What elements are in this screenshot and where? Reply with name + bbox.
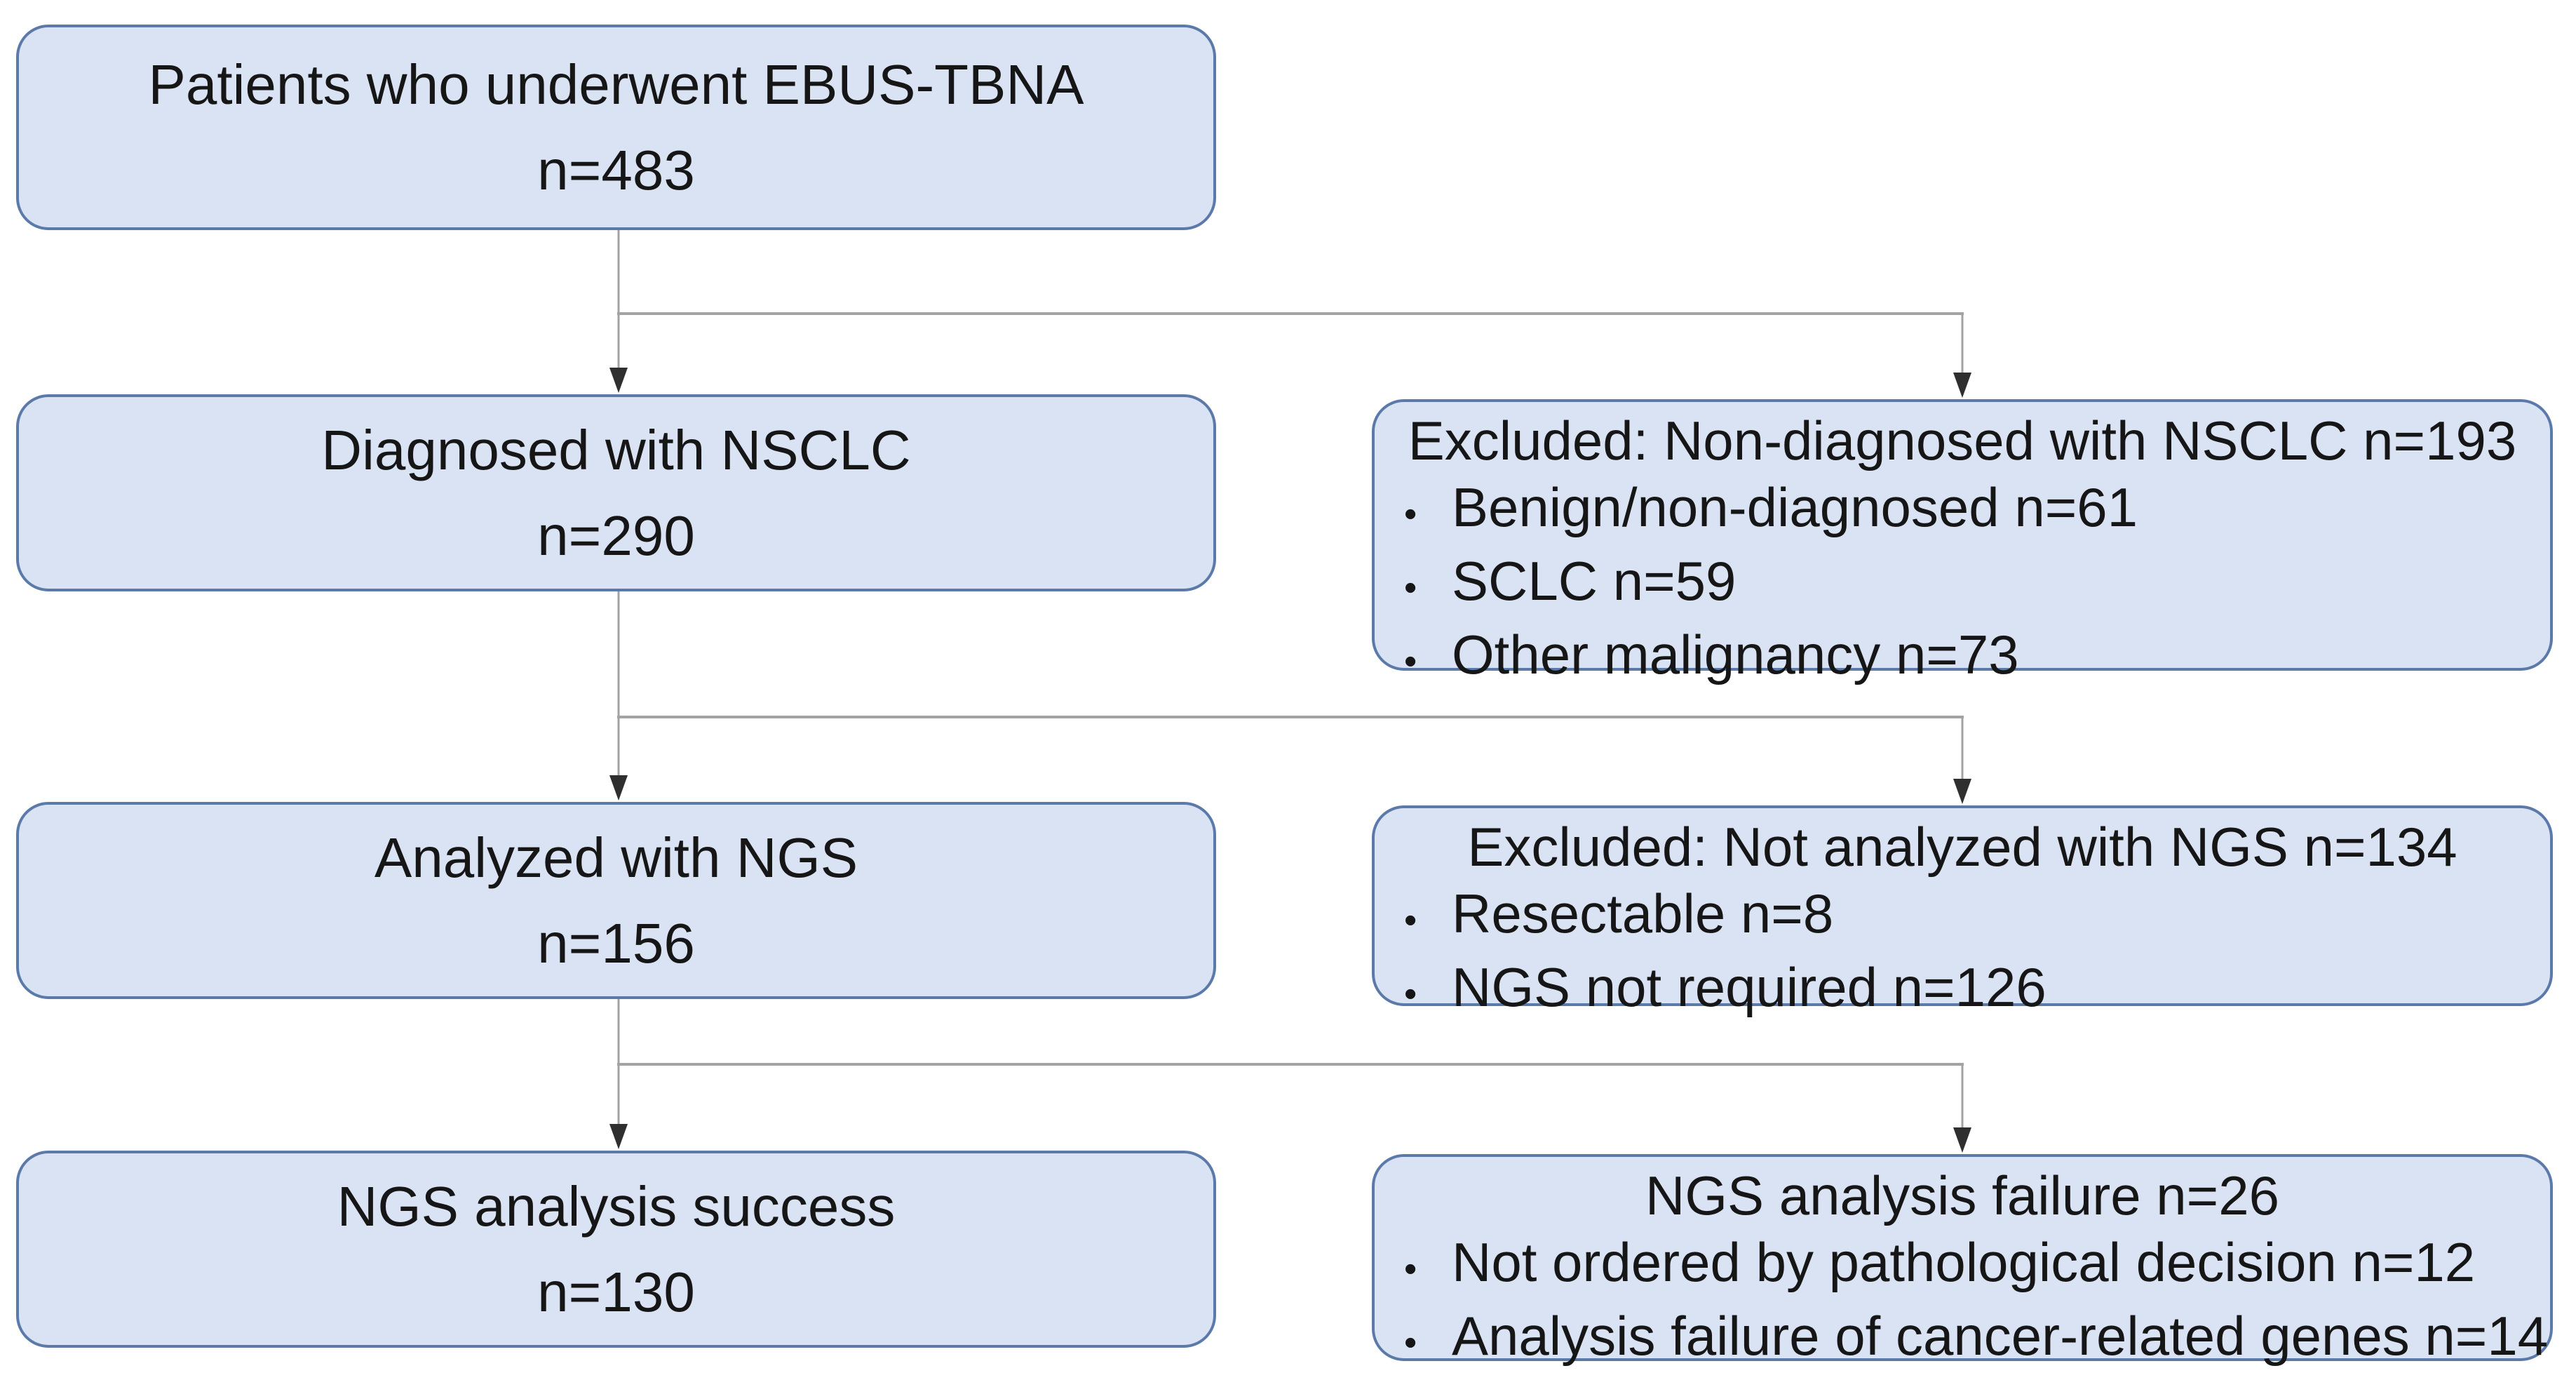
arrowhead-down-icon [1953,779,1971,804]
box-label: Analyzed with NGS [374,826,858,889]
bullet-marker: • [1404,1322,1417,1363]
bullet-text: NGS not required n=126 [1452,956,2046,1018]
excluded-box-non-diagnosed-nsclc: Excluded: Non-diagnosed with NSCLC n=193… [1372,399,2553,685]
bullet-marker: • [1404,641,1417,682]
arrowhead-down-icon [609,368,628,393]
arrowhead-down-icon [1953,1127,1971,1153]
bullet-item: • Other malignancy n=73 [1396,622,2529,695]
arrowhead-down-icon [1953,373,1971,398]
box-count: n=130 [537,1260,695,1323]
box-count: n=156 [537,911,695,975]
box-label: NGS analysis success [337,1174,896,1238]
bullet-marker: • [1404,1249,1417,1290]
connector-row1-row2 [609,230,1971,398]
bullet-item: • Analysis failure of cancer-related gen… [1396,1303,2548,1373]
bullet-text: Not ordered by pathological decision n=1… [1452,1231,2476,1293]
bullet-text: SCLC n=59 [1452,550,1737,612]
arrowhead-down-icon [609,1124,628,1149]
bullet-item: • Not ordered by pathological decision n… [1396,1229,2529,1303]
flow-box-ngs-success: NGS analysis success n=130 [16,1151,1216,1348]
excluded-box-not-analyzed-ngs: Excluded: Not analyzed with NGS n=134 • … [1372,805,2553,1018]
bullet-item: • Benign/non-diagnosed n=61 [1396,474,2529,548]
box-count: n=290 [537,504,695,567]
bullet-marker: • [1404,568,1417,608]
flow-box-patients-ebus-tbna: Patients who underwent EBUS-TBNA n=483 [16,25,1216,230]
bullet-item: • NGS not required n=126 [1396,954,2529,1028]
bullet-text: Benign/non-diagnosed n=61 [1452,476,2138,538]
bullet-item: • SCLC n=59 [1396,548,2529,622]
bullet-text: Other malignancy n=73 [1452,624,2019,685]
side-box-header: Excluded: Non-diagnosed with NSCLC n=193 [1408,410,2517,471]
bullet-text: Analysis failure of cancer-related genes… [1452,1305,2549,1367]
failure-box-ngs-analysis: NGS analysis failure n=26 • Not ordered … [1372,1154,2553,1367]
box-label: Patients who underwent EBUS-TBNA [148,53,1084,116]
box-count: n=483 [537,138,695,201]
bullet-marker: • [1404,494,1417,535]
bullet-marker: • [1404,974,1417,1014]
arrowhead-down-icon [609,775,628,801]
side-box-header: NGS analysis failure n=26 [1645,1165,2279,1226]
flow-box-diagnosed-nsclc: Diagnosed with NSCLC n=290 [16,394,1216,591]
bullet-item: • Resectable n=8 [1396,880,2529,954]
bullet-marker: • [1404,900,1417,941]
side-box-header: Excluded: Not analyzed with NGS n=134 [1467,816,2457,878]
box-label: Diagnosed with NSCLC [321,418,911,481]
flow-box-analyzed-ngs: Analyzed with NGS n=156 [16,802,1216,999]
bullet-text: Resectable n=8 [1452,883,1834,944]
